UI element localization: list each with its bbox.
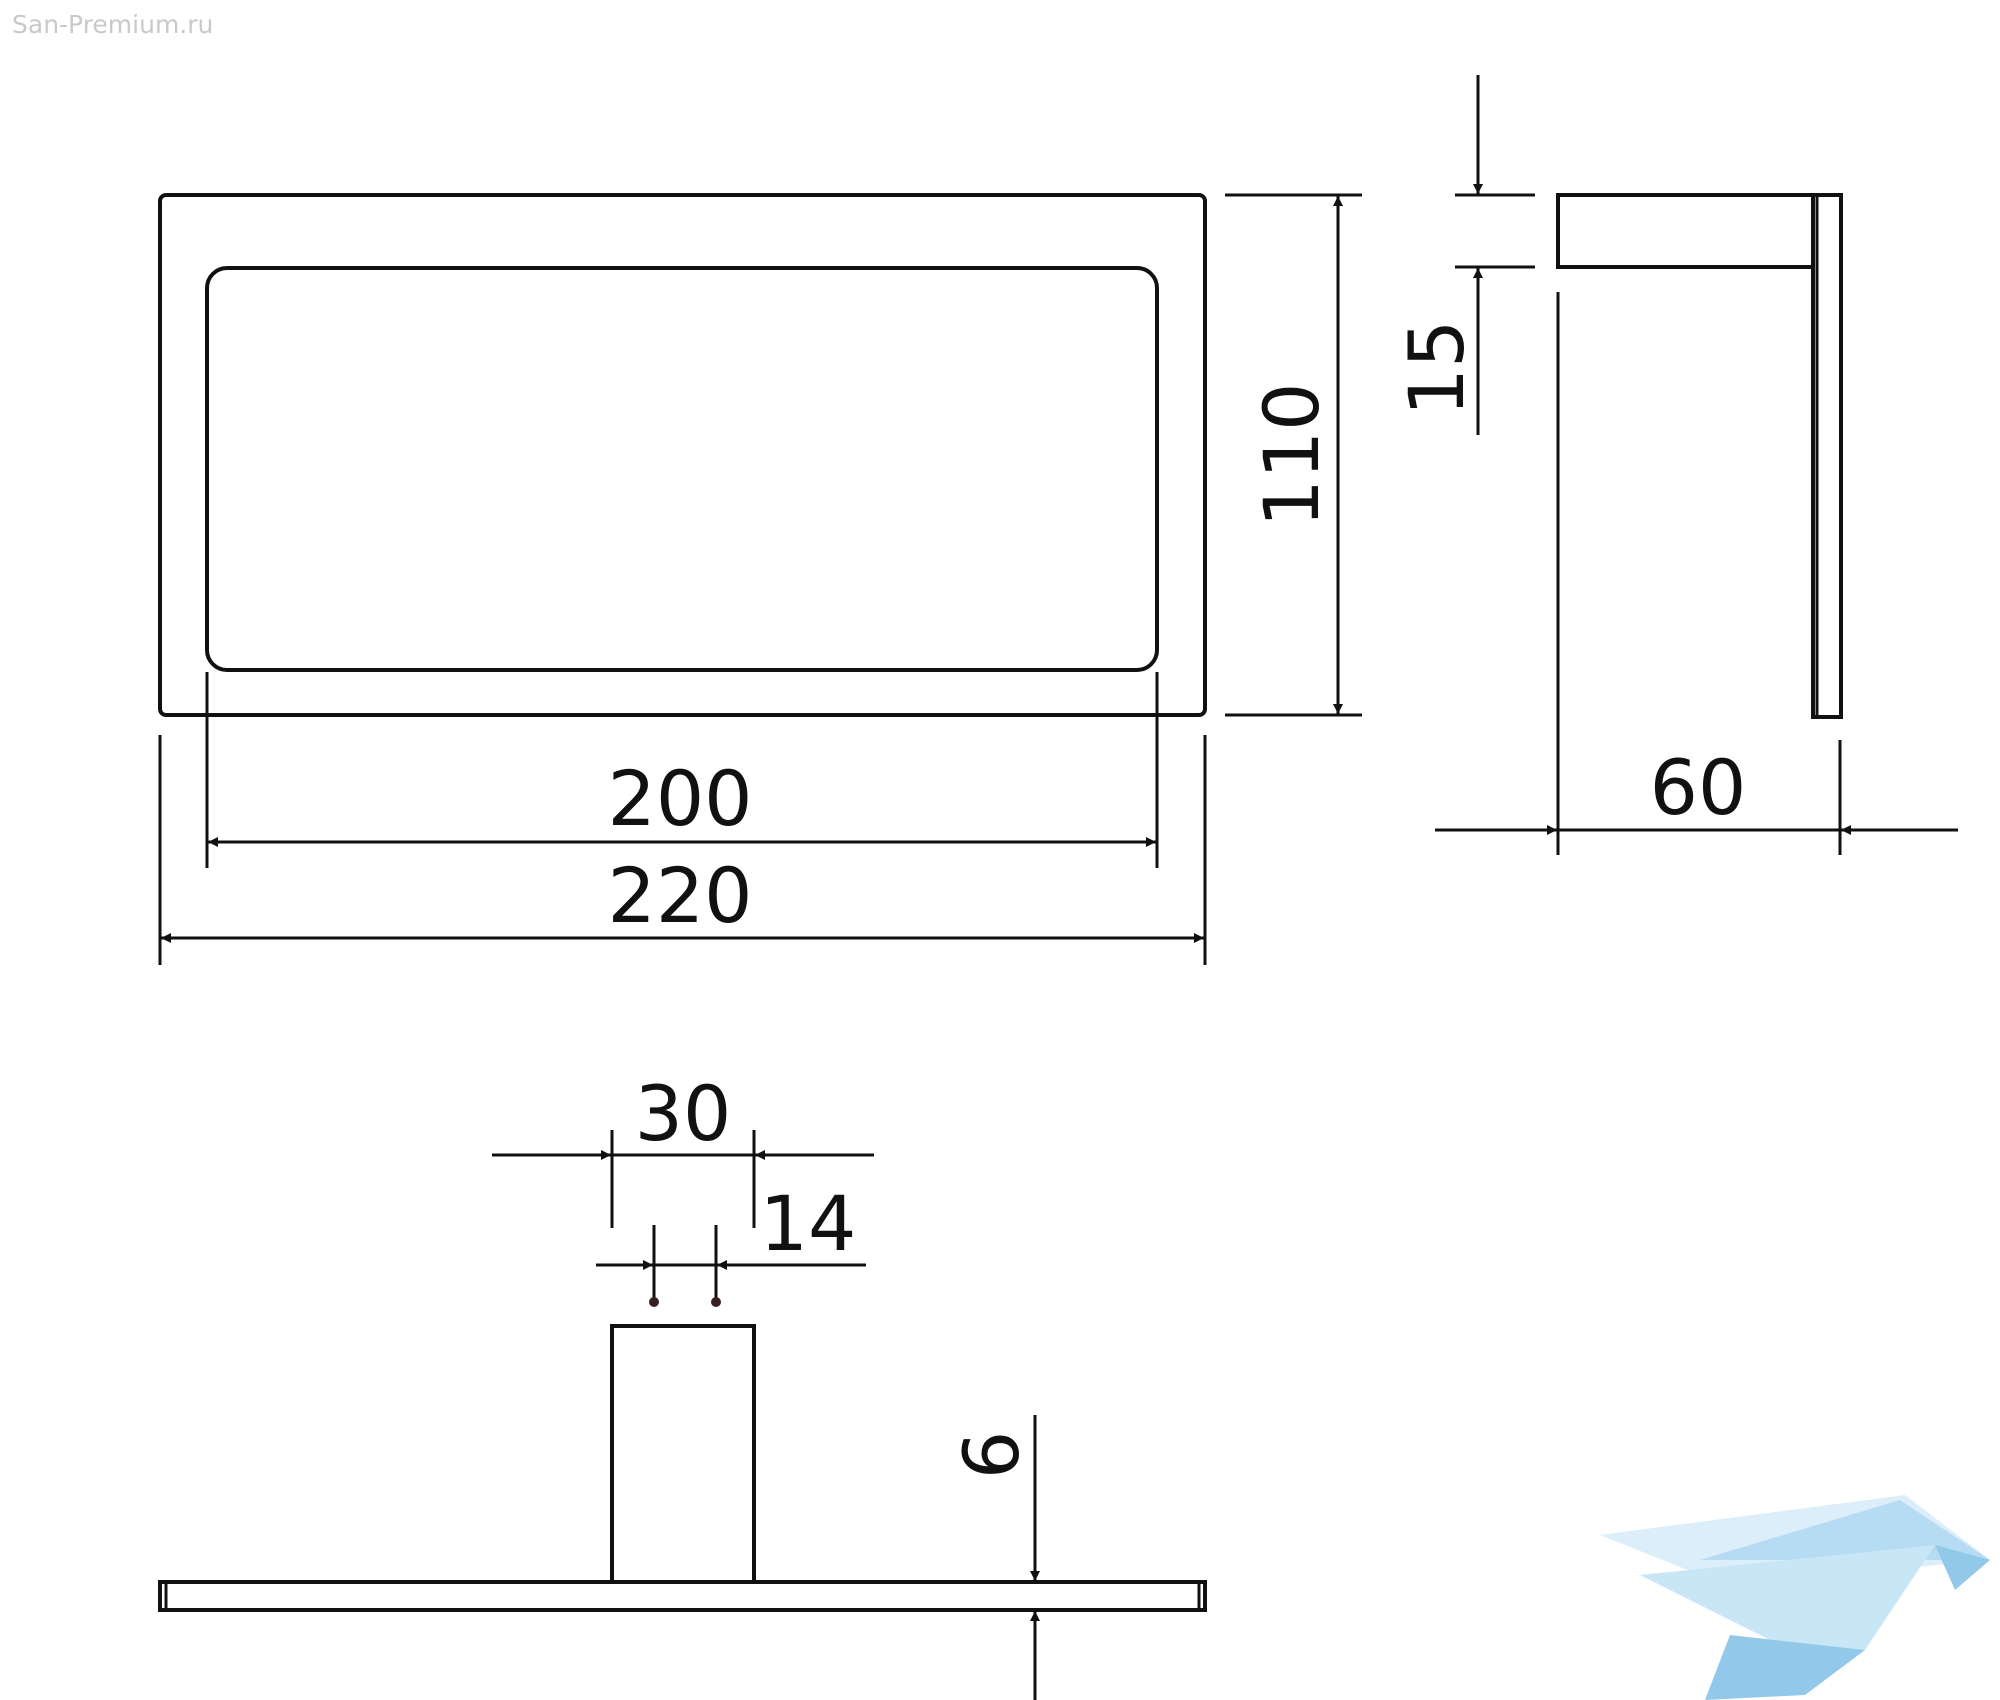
dim-label-top-thickness: 15 xyxy=(1392,320,1481,417)
dim-label-depth: 60 xyxy=(1650,743,1747,832)
dim-label-bracket-width: 30 xyxy=(635,1069,732,1158)
front-view: 200 220 110 xyxy=(158,193,1362,965)
hole-marker-right xyxy=(711,1297,721,1307)
bird-logo-icon xyxy=(1600,1495,1990,1700)
logo-tail xyxy=(1705,1635,1865,1700)
side-view: 15 60 xyxy=(1392,75,1958,855)
side-top-plate xyxy=(1556,193,1815,269)
front-inner-opening xyxy=(205,266,1159,672)
bracket-block xyxy=(610,1324,756,1584)
logo-beak xyxy=(1935,1545,1990,1590)
side-back-plate xyxy=(1811,193,1843,719)
hole-marker-left xyxy=(649,1297,659,1307)
dim-label-height: 110 xyxy=(1247,382,1336,527)
logo-wing-top xyxy=(1700,1500,1990,1560)
logo-body xyxy=(1640,1545,1935,1650)
base-plate xyxy=(158,1580,1207,1612)
dim-label-inner-width: 200 xyxy=(607,754,752,843)
top-view: 30 14 6 xyxy=(158,1069,1207,1700)
dim-label-outer-width: 220 xyxy=(607,851,752,940)
dim-label-base-thickness: 6 xyxy=(947,1431,1036,1479)
dim-label-hole-spacing: 14 xyxy=(760,1179,857,1268)
watermark-text: San-Premium.ru xyxy=(12,10,213,39)
front-outer-frame xyxy=(158,193,1207,717)
